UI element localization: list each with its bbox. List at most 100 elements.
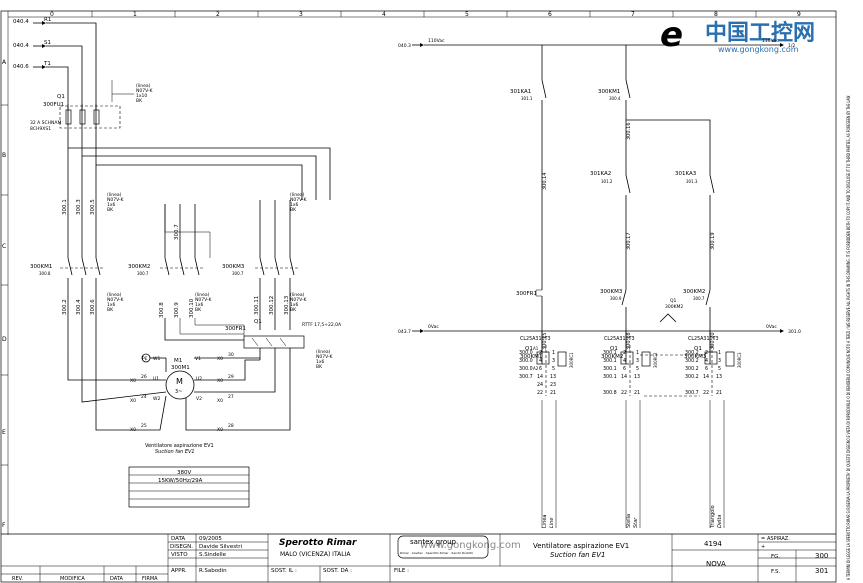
control-circuit: 040.3 110Vac 110Vac 1/2 043.7 0Vac 0Vac …: [398, 38, 801, 529]
motor-x0-2: X0: [130, 398, 136, 404]
overload-id: Q1: [254, 319, 262, 325]
aux2-r0-b: 1: [636, 350, 639, 356]
supply-ref: 040.3: [398, 43, 411, 49]
tb-modifica: MODIFICA: [60, 576, 85, 582]
cable-b-4: BK: [290, 207, 297, 213]
zero-out: 0Vac: [766, 324, 777, 330]
tb-company: Sperotto Rimar: [279, 538, 357, 548]
col-5: 5: [465, 11, 469, 18]
aux2-model: CL25A310T3: [604, 336, 635, 342]
ka2-id: 301KA2: [590, 171, 611, 177]
aux3-r1-b: 3: [718, 358, 721, 364]
row-d: D: [2, 336, 7, 343]
km2-ctrl-sub: 300.7: [693, 296, 705, 301]
motor-caption-en: Suction fan EV1: [155, 449, 195, 455]
wire-300-10: 300.10: [189, 298, 195, 318]
col-2: 2: [216, 11, 220, 18]
tb-file: FILE :: [394, 568, 409, 574]
cable-f-2: N07V-K: [316, 354, 334, 360]
tb-santex-sub: Rimar · Cavitec · Sperotto Rimar · Sandr…: [400, 551, 473, 555]
label-stella: Stella: [626, 514, 632, 528]
tb-visto-val: S.Sindelle: [199, 552, 227, 558]
coil1-q: Q1: [525, 346, 533, 352]
watermark-url-mid: www.gongkong.com: [420, 540, 521, 551]
tb-fg-val: 300: [815, 552, 828, 560]
aux2-r2-a: 6: [623, 366, 626, 372]
motor-u1: U1: [153, 376, 159, 382]
cable-d-1: (linea): [195, 292, 210, 298]
rating-table: 380V 15KW/50Hz/29A: [128, 466, 250, 508]
wire-300-13: 300.13: [284, 295, 290, 315]
wire-300-15: 300.15: [542, 333, 548, 351]
fuse-id: Q1: [57, 94, 65, 100]
motor-x0-4: X0: [217, 356, 223, 362]
zero-out-ref: 301.0: [788, 329, 801, 335]
tb-data2: DATA: [110, 576, 123, 582]
fr1-id: 300FR1: [516, 291, 537, 297]
rating-power: 15KW/50Hz/29A: [158, 478, 203, 484]
aux3-r3-b: 13: [716, 374, 722, 380]
km3-id: 300KM3: [222, 264, 245, 270]
aux2-r3-ref: 300.1: [603, 374, 617, 380]
supply-v: 110Vac: [428, 38, 445, 44]
row-e: E: [2, 429, 6, 436]
km1-ctrl-id: 300KM1: [598, 89, 620, 95]
cable-top-4: BK: [136, 98, 143, 104]
coil3-q: Q1: [694, 346, 702, 352]
label-star: Star: [633, 517, 639, 528]
ka3-sub: 301.3: [686, 179, 698, 184]
cable-d-3: 1x6: [195, 302, 204, 308]
aux3-r1-ref: 300.2: [685, 358, 699, 364]
wire-300-16: 300.16: [626, 123, 632, 141]
aux3-model: CL25A310T3: [688, 336, 719, 342]
coil1-a1: A1: [533, 346, 539, 351]
aux3-r0-b: 1: [718, 350, 721, 356]
km2-id: 300KM2: [128, 264, 150, 270]
aux3-r2-a: 6: [705, 366, 708, 372]
aux2-r3-b: 13: [634, 374, 640, 380]
cable-b-1: (linea): [290, 192, 305, 198]
wire-300-2: 300.2: [62, 299, 68, 315]
km3-ctrl-sub: 300.9: [610, 296, 622, 301]
motor-icon: [165, 370, 195, 400]
aux3-r4-b: 21: [716, 390, 722, 396]
tb-sost-il: SOST. IL :: [271, 568, 297, 574]
motor-x0-5: X0: [217, 378, 223, 384]
branch-star: 300KM1 300.4 300.16 301KA2 301.2 300.17 …: [590, 45, 711, 368]
cable-d-2: N07V-K: [195, 297, 213, 303]
power-circuit: 040.4 R1 040.4 S1 040.6 T1 Q1 300FU1 32 …: [13, 17, 342, 508]
branch-delta: 301KA3 301.3 300.19 300KM2 300.7 300.20 …: [675, 165, 742, 368]
interlock: Q1 300KM2: [640, 298, 705, 356]
label-line: Line: [549, 518, 555, 528]
side-legal-note: A TERMINI DI LEGGE LA SPEROTTO RIMAR SI …: [846, 95, 852, 580]
wire-300-5: 300.5: [90, 199, 96, 215]
wire-300-6: 300.6: [90, 299, 96, 315]
term-25: 25: [141, 423, 147, 429]
aux3-r0-a: 2: [705, 350, 708, 356]
aux1-r3-ref: 300.7: [519, 374, 533, 380]
coil3-tag: 300KM3: [684, 354, 707, 360]
aux3-r4-a: 22: [703, 390, 709, 396]
ka3-id: 301KA3: [675, 171, 697, 177]
wire-300-1: 300.1: [62, 199, 68, 215]
motor-x0-1: X0: [130, 378, 136, 384]
aux2-r2-ref: 300.1: [603, 366, 617, 372]
term-26: 26: [141, 374, 147, 380]
aux1-r1-a: 4: [539, 358, 542, 364]
source-ref-t: 040.6: [13, 64, 29, 70]
coil1-tag: 300KM1: [520, 354, 542, 360]
aux3-r1-a: 4: [705, 358, 708, 364]
motor-id: M1: [174, 358, 182, 364]
wire-300-4: 300.4: [76, 299, 82, 315]
tb-sost-da: SOST. DA :: [323, 568, 352, 574]
tb-disegn-label: DISEGN.: [170, 544, 193, 550]
cable-f-1: (linea): [316, 349, 331, 355]
col-1: 1: [133, 11, 137, 18]
km3-ctrl-id: 300KM3: [600, 289, 623, 295]
cable-f-3: 1x6: [316, 359, 325, 365]
cable-d-4: BK: [195, 307, 202, 313]
title-block: DATA 09/2005 DISEGN. Davide Silvestri VI…: [1, 533, 836, 582]
zero-ref: 043.7: [398, 329, 411, 335]
col-6: 6: [548, 11, 552, 18]
term-30: 30: [228, 352, 234, 358]
